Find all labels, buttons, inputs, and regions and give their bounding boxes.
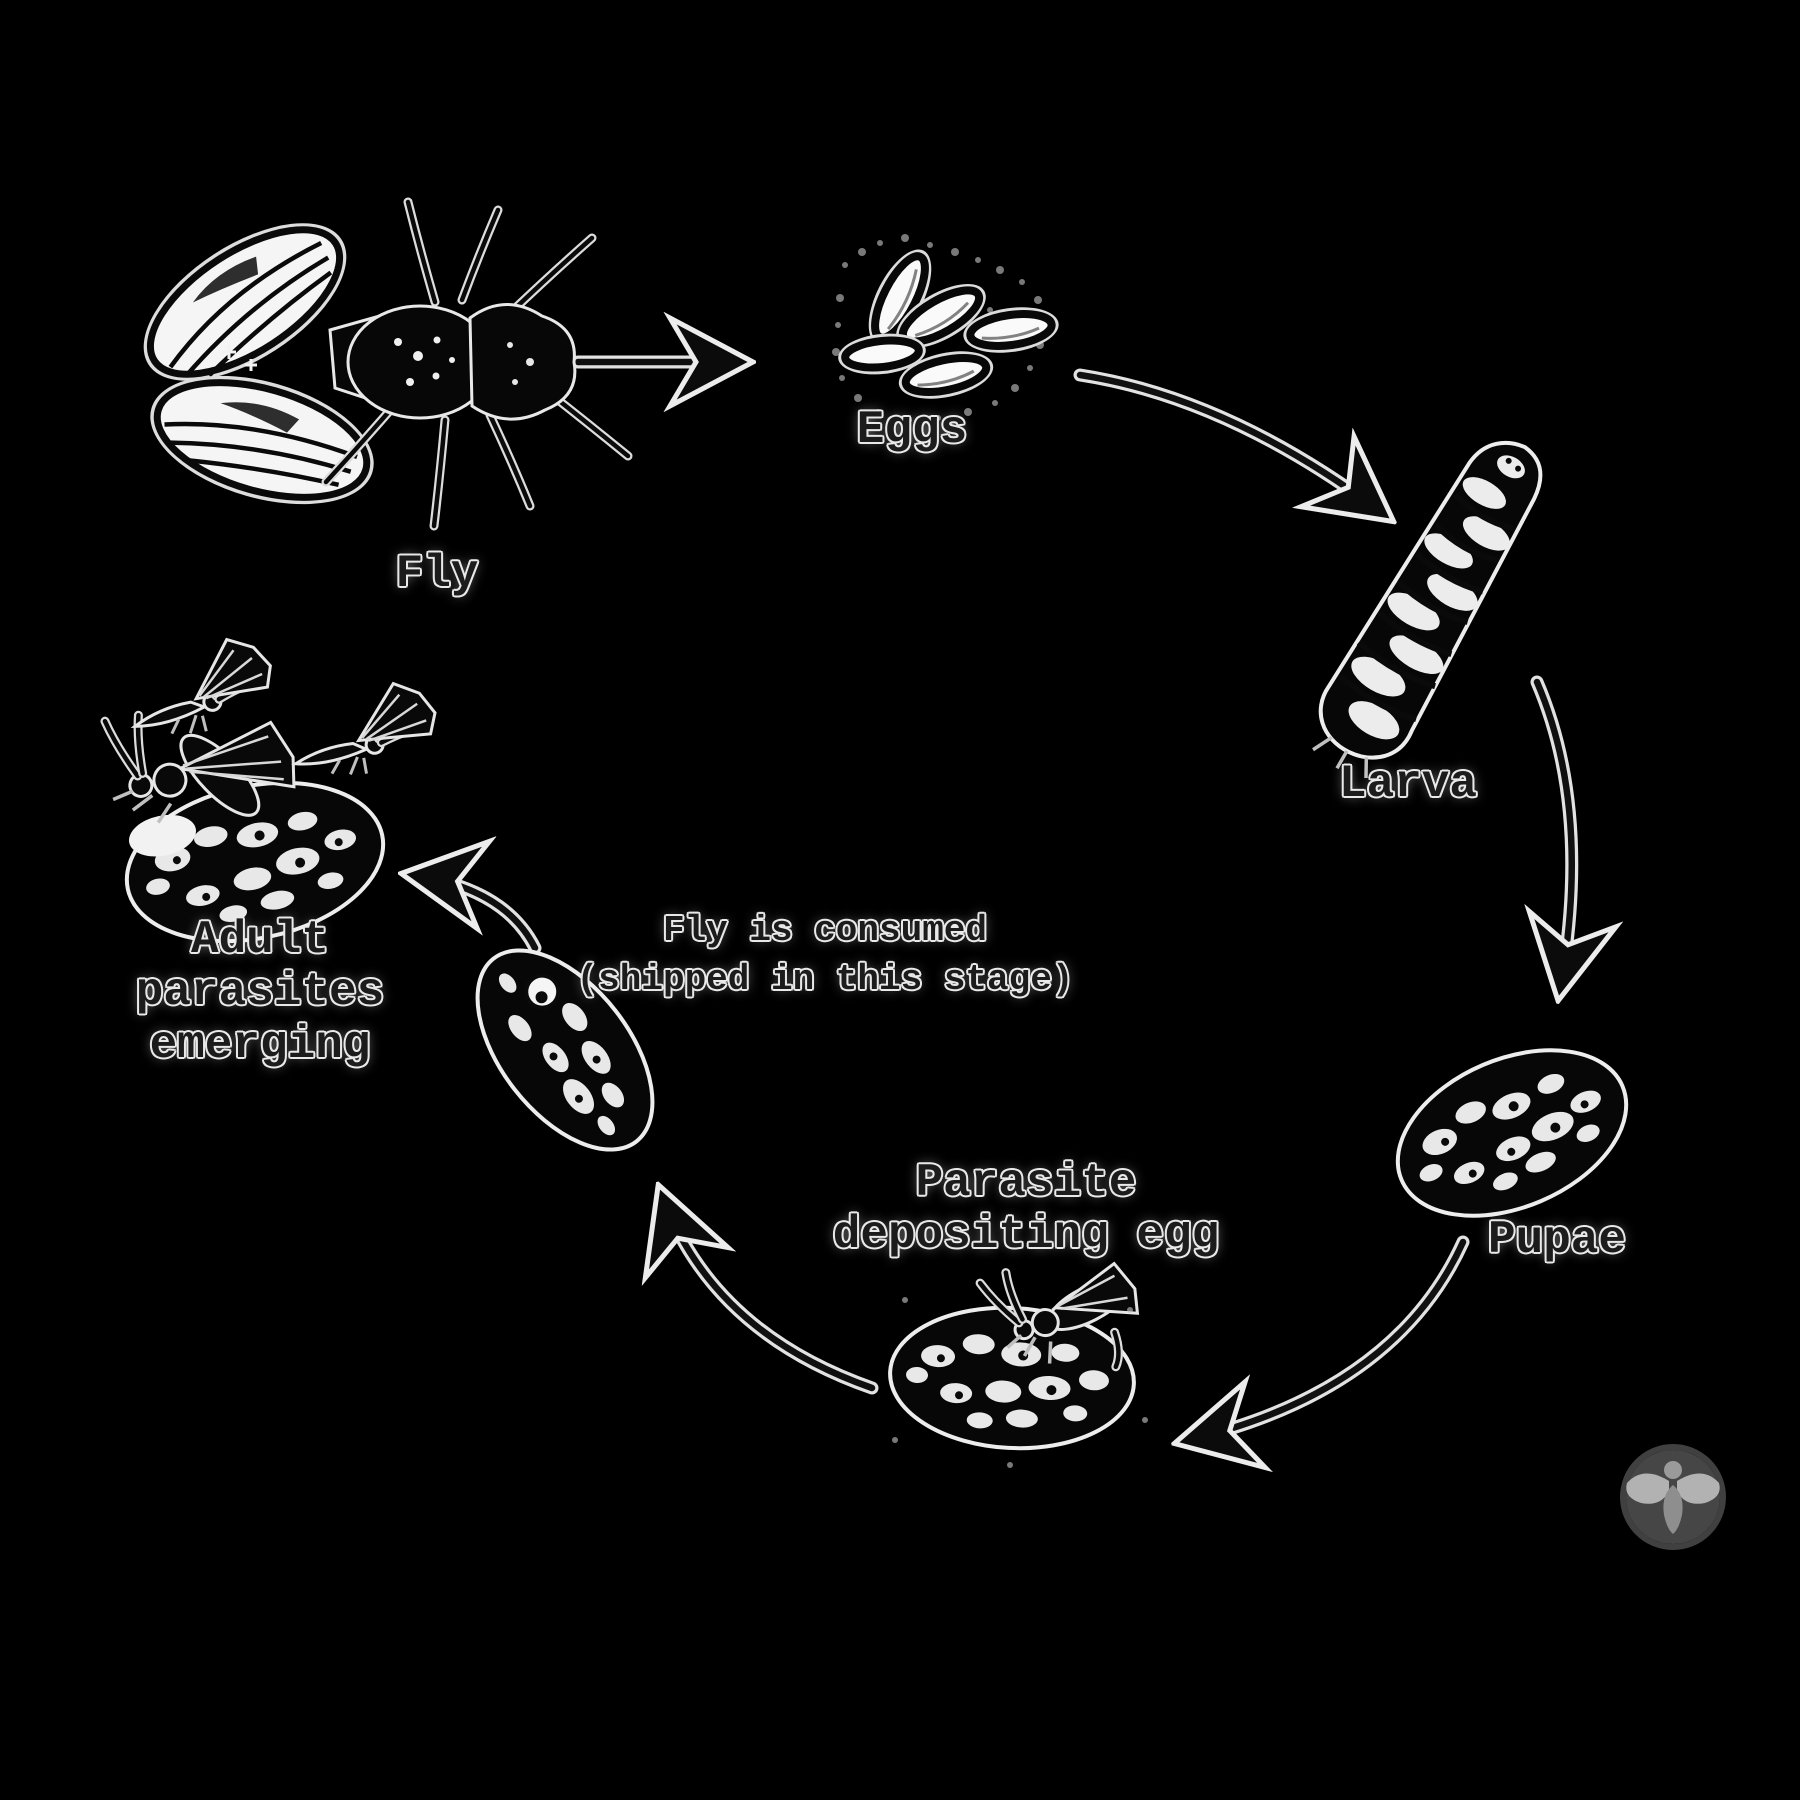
arrow-consumed-pupa-to-adult — [412, 875, 542, 955]
flying-wasp-2 — [285, 677, 443, 785]
label-text-line1: Adult — [190, 914, 330, 966]
adult-parasites-emerging-illustration — [100, 631, 443, 944]
eggs-illustration — [832, 234, 1059, 424]
label-fly: Fly — [396, 548, 479, 600]
eggs-stipple — [832, 234, 1049, 424]
arrow-larva-to-pupae — [1537, 675, 1572, 990]
arrow-eggs-to-larva — [1073, 368, 1385, 515]
label-text-line1: Parasite — [915, 1157, 1137, 1209]
arrow-pupae-to-parasite — [1185, 1235, 1470, 1441]
label-text-line2: depositing egg — [832, 1209, 1220, 1262]
logo-fly-icon — [1620, 1444, 1726, 1550]
emerging-wasp — [100, 710, 296, 824]
note-fly-is-consumed: Fly is consumed (shipped in this stage) — [577, 907, 1074, 1005]
label-pupae: Pupae — [1488, 1214, 1626, 1266]
note-line1: Fly is consumed — [662, 910, 988, 951]
label-text: Larva — [1338, 758, 1478, 810]
larva-illustration — [1312, 440, 1543, 779]
fly-illustration — [143, 197, 633, 531]
label-text: Eggs — [856, 404, 968, 456]
ovipositing-wasp — [975, 1261, 1140, 1372]
arrow-parasite-to-consumed-pupa — [662, 1195, 879, 1395]
pupae-illustration — [1395, 1048, 1629, 1218]
label-text-line2: parasites — [135, 966, 385, 1019]
label-eggs: Eggs — [857, 404, 967, 456]
label-text: Fly — [395, 548, 479, 600]
label-text: Pupae — [1487, 1214, 1627, 1266]
parasite-depositing-egg-illustration — [888, 1261, 1148, 1468]
note-line2: (shipped in this stage) — [576, 958, 1074, 1000]
label-larva: Larva — [1339, 758, 1477, 810]
consumed-pupa-illustration — [475, 948, 655, 1152]
label-text-line3: emerging — [149, 1018, 371, 1071]
label-parasite-depositing-egg: Parasite depositing egg — [833, 1157, 1219, 1262]
label-adult-parasites-emerging: Adult parasites emerging — [136, 914, 384, 1071]
